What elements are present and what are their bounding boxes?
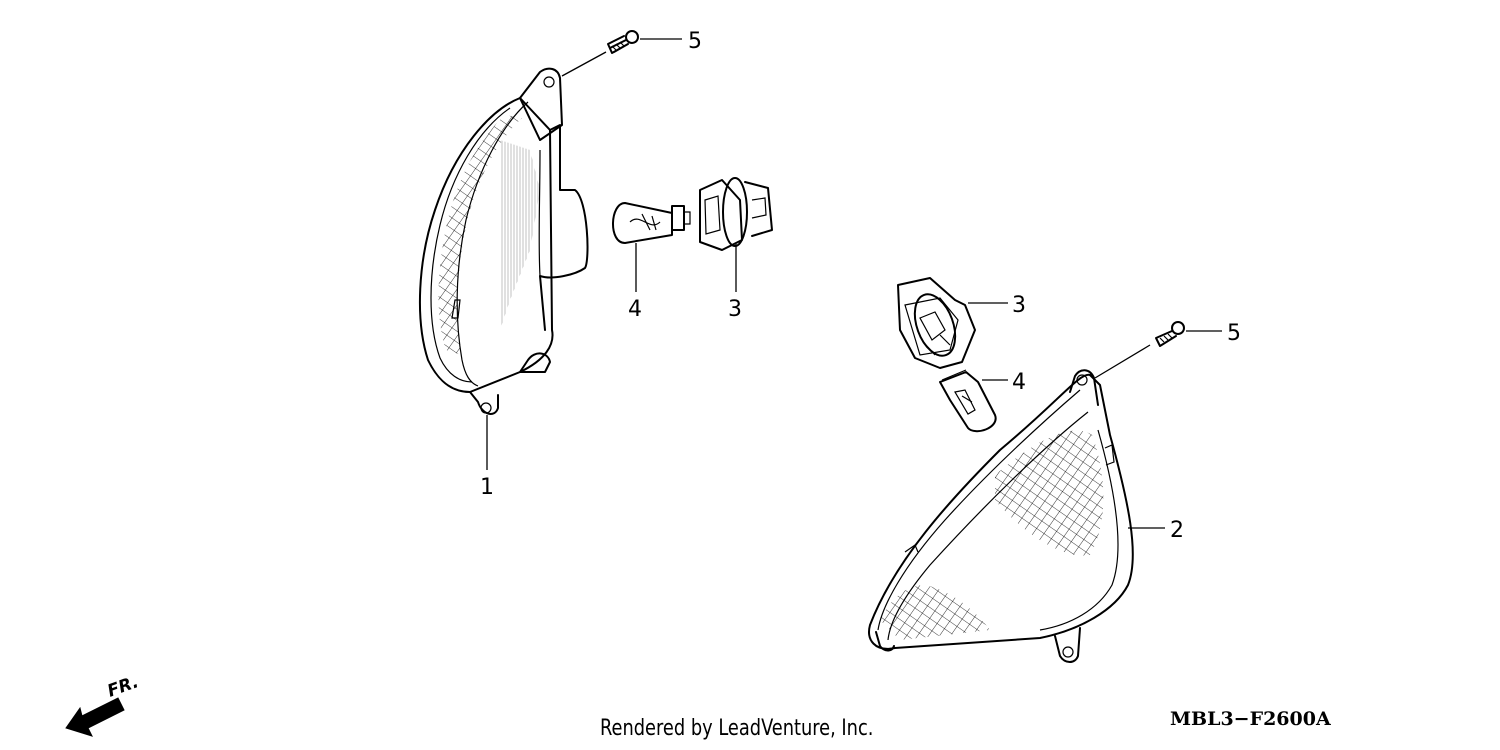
callout-label-5-top: 5 [688,29,702,54]
bulb-left [612,202,691,244]
left-turn-signal-housing [418,67,589,415]
right-turn-signal-housing [868,369,1134,663]
callout-label-3-left: 3 [728,297,742,322]
callout-label-4-left: 4 [628,297,642,322]
socket-left [699,177,773,251]
callout-label-1: 1 [480,475,494,500]
front-direction-arrow-icon [65,697,125,737]
diagram-code: MBL3−F2600A [1170,708,1331,730]
rendered-by-credit: Rendered by LeadVenture, Inc. [600,716,874,741]
direction-label: FR. [105,672,141,702]
callout-label-3-right: 3 [1012,293,1026,318]
callout-label-5-right: 5 [1227,321,1241,346]
callout-label-4-right: 4 [1012,370,1026,395]
callout-label-2: 2 [1170,518,1184,543]
screw-top-left [607,30,639,54]
socket-right [897,277,976,369]
screw-right [1155,321,1185,347]
bulb-right [939,369,997,433]
